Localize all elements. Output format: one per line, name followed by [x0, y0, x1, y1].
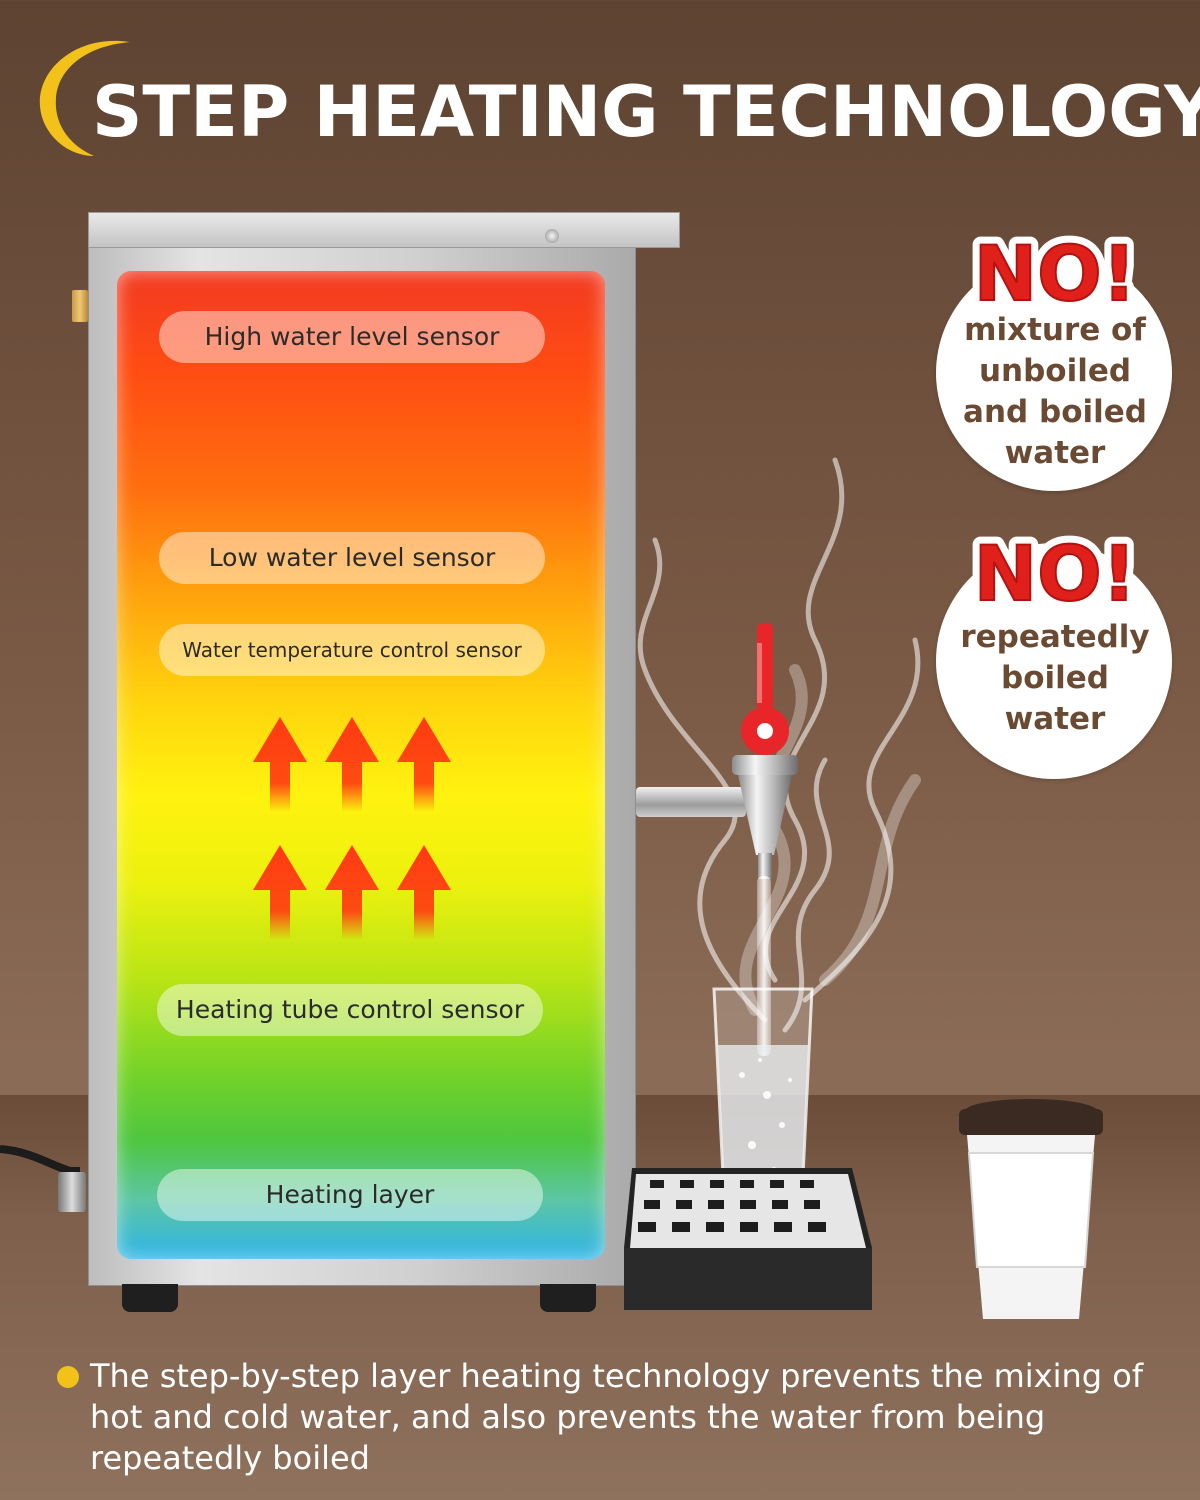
heating-tube-control-sensor-label: Heating tube control sensor	[157, 984, 543, 1036]
brass-inlet-valve	[72, 290, 88, 322]
caption-text: The step-by-step layer heating technolog…	[90, 1357, 1144, 1477]
power-cord	[0, 1145, 80, 1175]
heating-layer-label: Heating layer	[157, 1169, 543, 1221]
heat-arrow-icon	[397, 845, 451, 940]
faucet-handle[interactable]	[735, 623, 791, 763]
heat-arrow-icon	[325, 845, 379, 940]
crescent-moon-icon	[39, 40, 130, 156]
heat-arrow-icon	[253, 845, 307, 940]
water-boiler-lid	[88, 212, 680, 248]
bullet-dot	[57, 1366, 79, 1388]
faucet-pipe	[636, 787, 746, 817]
page-title: STEP HEATING TECHNOLOGY	[92, 71, 1200, 153]
water-inlet-connector	[58, 1172, 86, 1212]
lid-screw	[545, 229, 559, 243]
water-temperature-control-sensor-label: Water temperature control sensor	[159, 624, 545, 676]
warning-sticker	[936, 543, 1172, 779]
machine-foot	[122, 1284, 178, 1312]
svg-text:NO!: NO!	[974, 529, 1137, 616]
heat-arrow-icon	[397, 717, 451, 812]
heat-arrow-icon	[325, 717, 379, 812]
water-stream	[757, 876, 771, 1056]
high-water-level-sensor-label: High water level sensor	[159, 311, 545, 363]
no-badge: NO! NO!	[970, 221, 1140, 316]
drip-tray	[624, 1168, 872, 1310]
warning-sticker-text: repeatedly boiled water	[960, 619, 1150, 737]
low-water-level-sensor-label: Low water level sensor	[159, 532, 545, 584]
warning-sticker	[936, 255, 1172, 491]
heat-arrow-icon	[253, 717, 307, 812]
svg-text:NO!: NO!	[974, 529, 1137, 616]
svg-text:NO!: NO!	[974, 229, 1137, 316]
coffee-cup	[959, 1099, 1103, 1319]
svg-text:NO!: NO!	[974, 229, 1137, 316]
steam-illustration	[637, 457, 921, 1033]
warning-sticker-text: mixture of unboiled and boiled water	[963, 312, 1147, 471]
heat-arrows	[253, 717, 451, 940]
faucet-nozzle	[732, 755, 798, 879]
no-badge: NO! NO!	[970, 521, 1140, 616]
machine-foot	[540, 1284, 596, 1312]
